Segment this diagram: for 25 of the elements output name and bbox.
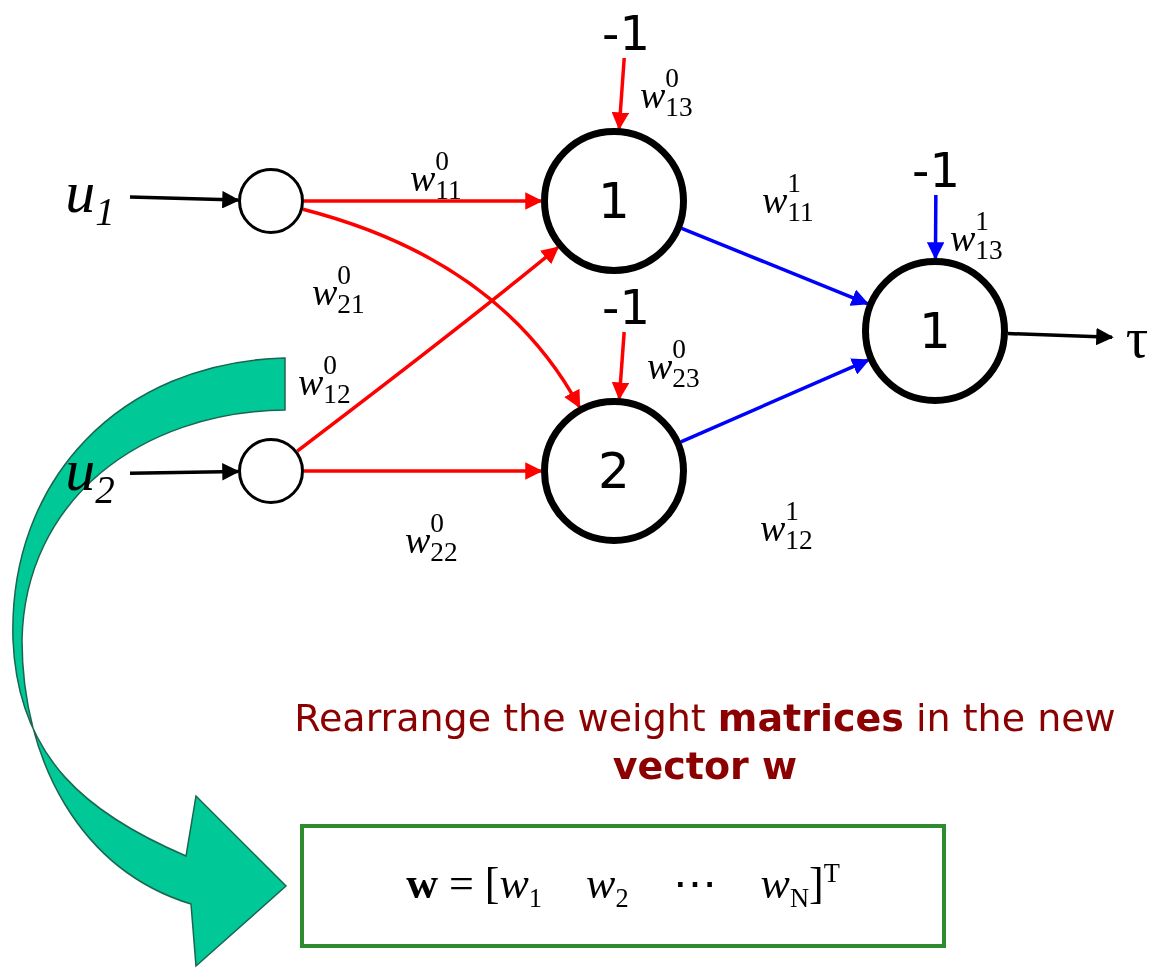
neuron-number: 1 [598, 176, 630, 226]
arrow [304, 192, 543, 210]
arrow [1007, 327, 1114, 346]
bias-input-label: -1 [904, 145, 968, 195]
output-label: τ [1112, 306, 1162, 370]
arrow [926, 195, 945, 260]
arrow [129, 190, 240, 209]
arrow [304, 462, 543, 480]
input-label: u$_{2}$ [50, 438, 130, 510]
arrow [611, 57, 630, 130]
arrow [681, 226, 869, 306]
formula-box [300, 824, 946, 948]
neuron-number: 2 [598, 446, 630, 496]
neuron-number: 1 [919, 306, 951, 356]
bias-input-label: -1 [594, 8, 658, 58]
arrow [302, 207, 581, 409]
arrow [680, 358, 870, 444]
vector-formula: w = [w$_{1}$ w$_{2}$ ⋯ w$_{N}$]$^{T}$ [406, 860, 840, 912]
input-label: u$_{1}$ [50, 160, 130, 232]
arrow [129, 463, 240, 481]
arrow [296, 246, 560, 453]
curved-block-arrow [12, 357, 287, 967]
note-text: Rearrange the weight matrices in the new vector w [293, 695, 1117, 790]
arrow [611, 331, 630, 400]
bias-input-label: -1 [594, 282, 658, 332]
